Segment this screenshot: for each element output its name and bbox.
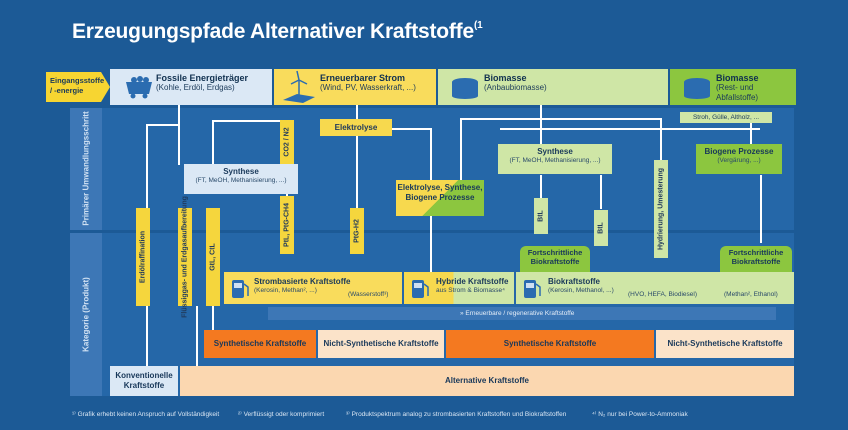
fuel-bio-extra-1: (HVO, HEFA, Biodiesel) [628,291,697,298]
footnote-3: ³⁾ Produktspektrum analog zu strombasier… [346,411,567,418]
fuel-pump-icon [524,280,541,298]
line [196,306,198,366]
fortschrittliche-biokraftstoffe-1: Fortschrittliche Biokraftstoffe [520,246,590,272]
line [146,124,148,208]
fuel-strombasiert-extra: (Wasserstoff³) [348,291,389,298]
side-label-category: Kategorie (Produkt) [81,277,91,352]
category-konventionell: Konventionelle Kraftstoffe [110,366,178,396]
vbar-hydrierung: Hydrierung, Umesterung [654,160,668,258]
line [460,118,462,180]
vbar-ptl-ptg-ch4: PtL, PtG-CH4 [280,196,294,254]
line [600,175,602,209]
input-label-arrow [46,72,110,102]
category-nicht-synthetisch-1: Nicht-Synthetische Kraftstoffe [318,330,444,358]
line [178,105,180,165]
category-alternativ: Alternative Kraftstoffe [180,366,794,396]
category-synthetisch-2: Synthetische Kraftstoffe [446,330,654,358]
biomass-waste-icon [684,78,710,99]
line [390,128,430,130]
footnote-1: ¹⁾ Grafik erhebt keinen Anspruch auf Vol… [72,411,220,418]
fuel-strombasiert: Strombasierte Kraftstoffe (Kerosin, Meth… [224,272,402,304]
process-elektrolyse-synthese-biogene: Elektrolyse, Synthese, Biogene Prozesse [396,180,484,216]
line [760,175,762,243]
line [212,120,214,164]
vbar-btl: BtL [534,198,548,234]
vbar-btl-2: BtL [594,210,608,246]
fuel-pump-icon [232,280,249,298]
process-synthese-fossil: Synthese (FT, MeOH, Methanisierung, ...) [184,164,298,194]
process-biogene: Biogene Prozesse (Vergärung, ...) [696,144,782,174]
line [212,120,286,122]
line [146,124,180,126]
input-label: Eingangsstoffe / -energie [50,76,105,95]
vbar-erdoelraffination: Erdölraffination [136,208,150,306]
fuel-bio: Biokraftstoffe (Kerosin, Methanol, ...) [516,272,794,304]
line [356,105,358,119]
process-elektrolyse: Elektrolyse [320,119,392,136]
vbar-ptg-h2: PtG-H2 [350,208,364,254]
fortschrittliche-biokraftstoffe-2: Fortschrittliche Biokraftstoffe [720,246,792,272]
fuel-bio-extra-2: (Methan², Ethanol) [724,291,778,298]
line [500,128,760,130]
side-label-primary: Primärer Umwandlungsschritt [81,111,91,226]
biomass-tank-icon [452,78,478,99]
line [540,175,542,199]
process-synthese-bio: Synthese (FT, MeOH, Methanisierung, ...) [498,144,612,174]
line [212,306,214,330]
renewable-bar: » Erneuerbare / regenerative Kraftstoffe [268,307,776,320]
wind-solar-icon [283,70,315,103]
page-title: Erzeugungspfade Alternativer Kraftstoffe… [72,20,483,43]
line [750,120,752,144]
footnote-2: ²⁾ Verflüssigt oder komprimiert [238,411,325,418]
category-synthetisch-1: Synthetische Kraftstoffe [204,330,316,358]
vbar-fluessiggas: Flüssiggas- und Erdgasaufbereitung [178,196,192,318]
coal-wagon-icon [126,76,152,99]
vbar-co2-n2: CO2 / N2 [280,120,294,164]
line [540,105,542,145]
line [146,306,148,366]
label-stroh-guelle: Stroh, Gülle, Altholz, ... [680,112,772,123]
side-label-primary-bg [70,108,102,230]
side-label-category-bg [70,233,102,396]
category-nicht-synthetisch-2: Nicht-Synthetische Kraftstoffe [656,330,794,358]
fuel-pump-icon [412,280,429,298]
line [460,118,660,120]
vbar-gtl-ctl: GtL, CtL [206,208,220,306]
line [356,136,358,208]
footnote-4: ⁴⁾ N₂ nur bei Power-to-Ammoniak [592,411,688,418]
